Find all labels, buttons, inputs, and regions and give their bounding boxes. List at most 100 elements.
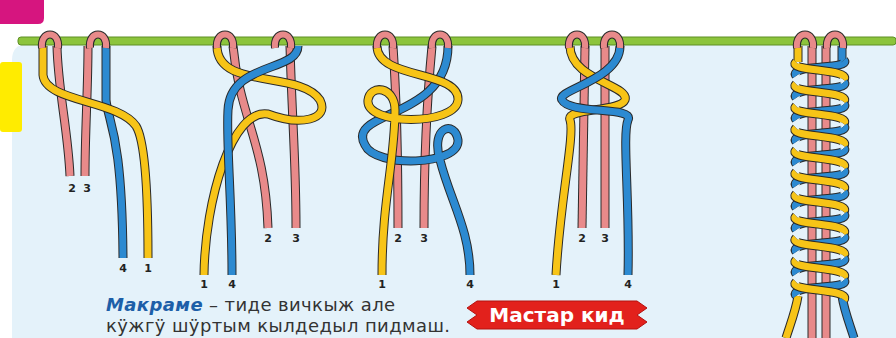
lark-head-outline (42, 35, 58, 49)
cord-outline (786, 296, 798, 338)
cord (228, 46, 298, 275)
cord-outline (795, 238, 845, 256)
cord-outline (795, 172, 845, 190)
cord (795, 128, 845, 146)
lark-head-outline (377, 35, 393, 49)
term-word: Макраме (106, 294, 203, 315)
callout-number: 3 (83, 182, 91, 195)
cord-outline (795, 128, 845, 146)
cord (839, 46, 846, 62)
cord-outline (795, 84, 845, 102)
callout-number: 2 (264, 232, 272, 245)
holding-bar (18, 37, 896, 45)
paragraph-line: кӱжгӱ шӱртым кылдедыл пидмаш. (106, 316, 450, 336)
cord-outline (228, 46, 298, 275)
cord (204, 46, 322, 275)
cord-outline (106, 46, 123, 258)
lark-head-knot (432, 35, 448, 49)
lark-head-outline (827, 35, 843, 49)
cord-outline (85, 46, 88, 176)
lark-head-knot (42, 35, 58, 49)
cord-outline (204, 46, 322, 275)
lark-head-outline (217, 35, 233, 49)
badge-text: Мастар кид (489, 303, 624, 327)
background-panel (12, 44, 896, 338)
side-tab (0, 62, 22, 132)
callout-number: 1 (144, 262, 152, 275)
cord (795, 238, 845, 256)
cord (842, 296, 854, 338)
callout-number: 1 (200, 278, 208, 291)
cord-outline (368, 46, 458, 275)
cord-outline (362, 46, 470, 275)
cord-outline (290, 46, 296, 228)
lark-head-outline (569, 35, 585, 49)
cord (290, 46, 296, 228)
lark-head-group (42, 35, 843, 49)
badge-starburst: Мастар кид (467, 296, 647, 334)
cord (795, 282, 845, 300)
lark-head-knot (275, 35, 291, 49)
callout-number: 1 (552, 278, 560, 291)
lark-head-outline (90, 35, 106, 49)
lark-head-outline (797, 35, 813, 49)
paragraph-text: – тиде вичкыж але (209, 294, 396, 315)
callout-number: 4 (466, 278, 474, 291)
cord (795, 84, 845, 102)
cord (795, 62, 845, 80)
callout-number: 1 (378, 278, 386, 291)
callout-number: 2 (394, 232, 402, 245)
lark-head-outline (432, 35, 448, 49)
cord-outline (795, 106, 845, 124)
cord-outline (795, 150, 845, 168)
callout-number: 4 (624, 278, 632, 291)
callout-number: 4 (119, 262, 127, 275)
cord (795, 194, 845, 212)
lark-head-outline (604, 35, 620, 49)
cord (795, 216, 845, 234)
cord (362, 46, 470, 275)
callout-number: 3 (420, 232, 428, 245)
cord-outline (795, 260, 845, 278)
lark-head-outline (275, 35, 291, 49)
cord-group (43, 46, 854, 338)
callout-number: 3 (601, 232, 609, 245)
callout-number: 2 (578, 232, 586, 245)
callout-number: 2 (68, 182, 76, 195)
cord (795, 106, 845, 124)
cord-outline (561, 46, 628, 275)
lark-head-knot (604, 35, 620, 49)
cord (43, 46, 148, 258)
paragraph-line: Макраме – тиде вичкыж але (106, 295, 396, 315)
lark-head-knot (377, 35, 393, 49)
callout-number: 4 (228, 278, 236, 291)
cord-outline (842, 296, 854, 338)
lark-head-knot (90, 35, 106, 49)
cord (368, 46, 458, 275)
cord (561, 46, 628, 275)
callout-number: 3 (292, 232, 300, 245)
cord (57, 46, 70, 176)
lark-head-knot (217, 35, 233, 49)
cord-outline (795, 62, 845, 80)
cord-outline (795, 282, 845, 300)
cord (795, 172, 845, 190)
cord-outline (57, 46, 70, 176)
lark-head-knot (797, 35, 813, 49)
cord-outline (794, 46, 803, 62)
cord (795, 46, 802, 62)
corner-tab (0, 0, 44, 24)
lark-head-knot (569, 35, 585, 49)
lark-head-knot (827, 35, 843, 49)
cord (106, 46, 123, 258)
cord (795, 150, 845, 168)
paragraph-text: кӱжгӱ шӱртым кылдедыл пидмаш. (106, 315, 450, 336)
cord (786, 296, 798, 338)
cord-outline (795, 194, 845, 212)
cord-outline (43, 46, 148, 258)
cord-outline (795, 216, 845, 234)
cord (795, 260, 845, 278)
